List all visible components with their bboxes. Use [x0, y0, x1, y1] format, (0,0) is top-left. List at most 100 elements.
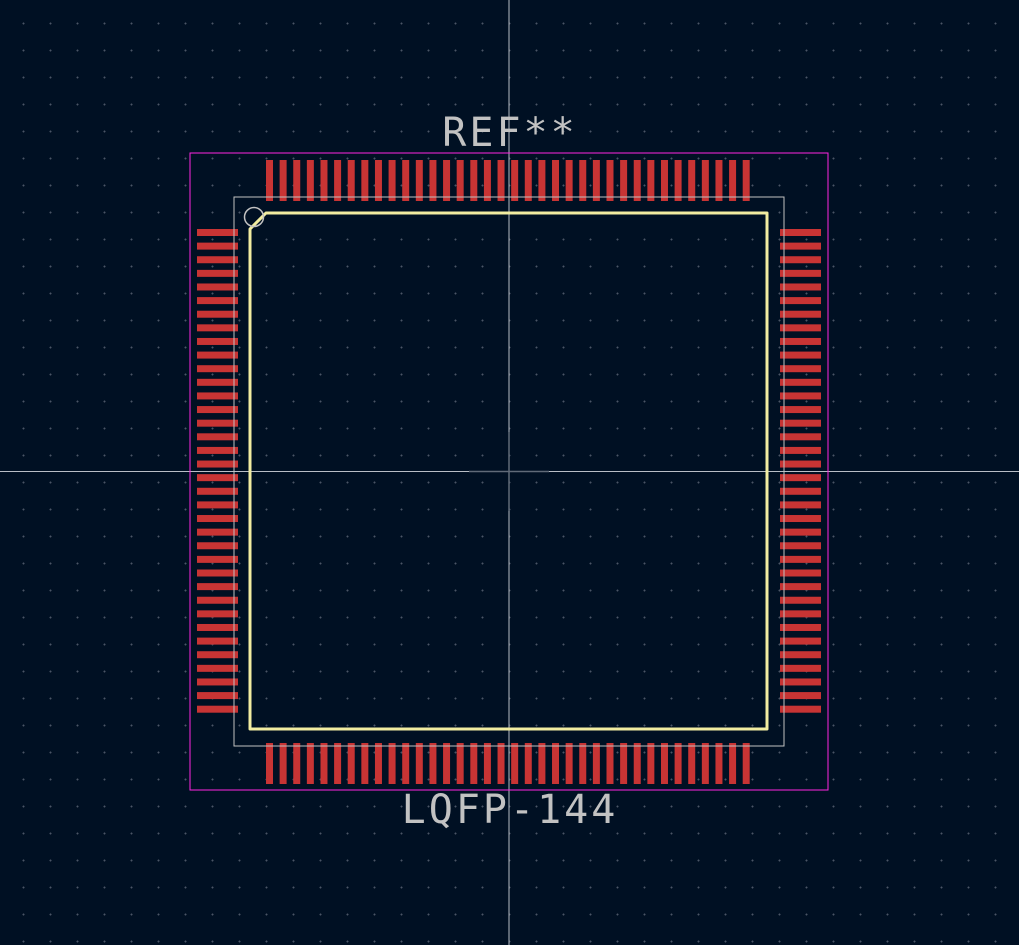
pad-right[interactable]: [780, 583, 821, 591]
pad-top[interactable]: [374, 160, 382, 201]
pad-top[interactable]: [606, 160, 614, 201]
pad-right[interactable]: [780, 446, 821, 454]
pad-left[interactable]: [197, 487, 238, 495]
pad-top[interactable]: [456, 160, 464, 201]
footprint-value-label[interactable]: LQFP-144: [401, 787, 619, 833]
pad-bottom[interactable]: [538, 743, 546, 784]
pad-right[interactable]: [780, 310, 821, 318]
pad-right[interactable]: [780, 433, 821, 441]
pad-right[interactable]: [780, 378, 821, 386]
pad-bottom[interactable]: [388, 743, 396, 784]
pad-left[interactable]: [197, 555, 238, 563]
pad-right[interactable]: [780, 256, 821, 264]
pad-top[interactable]: [266, 160, 273, 201]
pad-right[interactable]: [780, 651, 821, 659]
pad-bottom[interactable]: [306, 743, 314, 784]
pad-left[interactable]: [197, 664, 238, 672]
pad-right[interactable]: [780, 337, 821, 345]
pad-bottom[interactable]: [701, 743, 709, 784]
pad-right[interactable]: [780, 460, 821, 468]
pad-right[interactable]: [780, 474, 821, 482]
pad-left[interactable]: [197, 446, 238, 454]
pad-right[interactable]: [780, 637, 821, 645]
pad-right[interactable]: [780, 623, 821, 631]
pad-bottom[interactable]: [674, 743, 682, 784]
pad-right[interactable]: [780, 664, 821, 672]
pad-bottom[interactable]: [320, 743, 328, 784]
pad-left[interactable]: [197, 501, 238, 509]
pad-top[interactable]: [715, 160, 723, 201]
pad-top[interactable]: [293, 160, 301, 201]
pad-right[interactable]: [780, 610, 821, 618]
pad-bottom[interactable]: [374, 743, 382, 784]
pad-bottom[interactable]: [483, 743, 491, 784]
pad-top[interactable]: [443, 160, 451, 201]
pad-left[interactable]: [197, 528, 238, 536]
pad-right[interactable]: [780, 487, 821, 495]
pad-bottom[interactable]: [729, 743, 737, 784]
pad-top[interactable]: [347, 160, 355, 201]
pad-right[interactable]: [780, 269, 821, 277]
pad-left[interactable]: [197, 419, 238, 427]
pad-bottom[interactable]: [620, 743, 628, 784]
pad-bottom[interactable]: [497, 743, 505, 784]
pad-left[interactable]: [197, 569, 238, 577]
pad-right[interactable]: [780, 501, 821, 509]
pad-top[interactable]: [334, 160, 342, 201]
pad-left[interactable]: [197, 433, 238, 441]
pad-bottom[interactable]: [660, 743, 668, 784]
pad-bottom[interactable]: [511, 743, 519, 784]
pad-left[interactable]: [197, 351, 238, 359]
pad-left[interactable]: [197, 474, 238, 482]
pad-left[interactable]: [197, 583, 238, 591]
pad-right[interactable]: [780, 324, 821, 332]
pad-bottom[interactable]: [579, 743, 587, 784]
pad-bottom[interactable]: [633, 743, 641, 784]
pad-bottom[interactable]: [606, 743, 614, 784]
pad-bottom[interactable]: [456, 743, 464, 784]
pad-left[interactable]: [197, 297, 238, 305]
pad-bottom[interactable]: [552, 743, 560, 784]
pad-bottom[interactable]: [402, 743, 410, 784]
pad-top[interactable]: [415, 160, 423, 201]
pad-right[interactable]: [780, 406, 821, 414]
pad-bottom[interactable]: [279, 743, 287, 784]
pad-left[interactable]: [197, 378, 238, 386]
pad-bottom[interactable]: [347, 743, 355, 784]
pad-bottom[interactable]: [361, 743, 369, 784]
pad-left[interactable]: [197, 623, 238, 631]
pad-left[interactable]: [197, 637, 238, 645]
pad-bottom[interactable]: [470, 743, 478, 784]
pad-left[interactable]: [197, 310, 238, 318]
pad-top[interactable]: [552, 160, 560, 201]
pad-left[interactable]: [197, 542, 238, 550]
pad-top[interactable]: [647, 160, 655, 201]
pad-right[interactable]: [780, 692, 821, 700]
pad-left[interactable]: [197, 392, 238, 400]
pad-left[interactable]: [197, 406, 238, 414]
pad-right[interactable]: [780, 555, 821, 563]
pad-bottom[interactable]: [293, 743, 301, 784]
pad-right[interactable]: [780, 242, 821, 250]
pad-bottom[interactable]: [415, 743, 423, 784]
pad-right[interactable]: [780, 678, 821, 686]
pad-left[interactable]: [197, 229, 238, 236]
pad-bottom[interactable]: [429, 743, 437, 784]
pad-right[interactable]: [780, 351, 821, 359]
pad-top[interactable]: [674, 160, 682, 201]
pad-right[interactable]: [780, 542, 821, 550]
pad-bottom[interactable]: [647, 743, 655, 784]
pad-right[interactable]: [780, 229, 821, 236]
pad-top[interactable]: [620, 160, 628, 201]
pad-top[interactable]: [729, 160, 737, 201]
pad-bottom[interactable]: [565, 743, 573, 784]
pad-left[interactable]: [197, 651, 238, 659]
pad-top[interactable]: [701, 160, 709, 201]
pad-top[interactable]: [565, 160, 573, 201]
pad-top[interactable]: [361, 160, 369, 201]
pad-top[interactable]: [742, 160, 750, 201]
pad-right[interactable]: [780, 392, 821, 400]
pad-left[interactable]: [197, 515, 238, 523]
pad-left[interactable]: [197, 460, 238, 468]
pad-bottom[interactable]: [443, 743, 451, 784]
